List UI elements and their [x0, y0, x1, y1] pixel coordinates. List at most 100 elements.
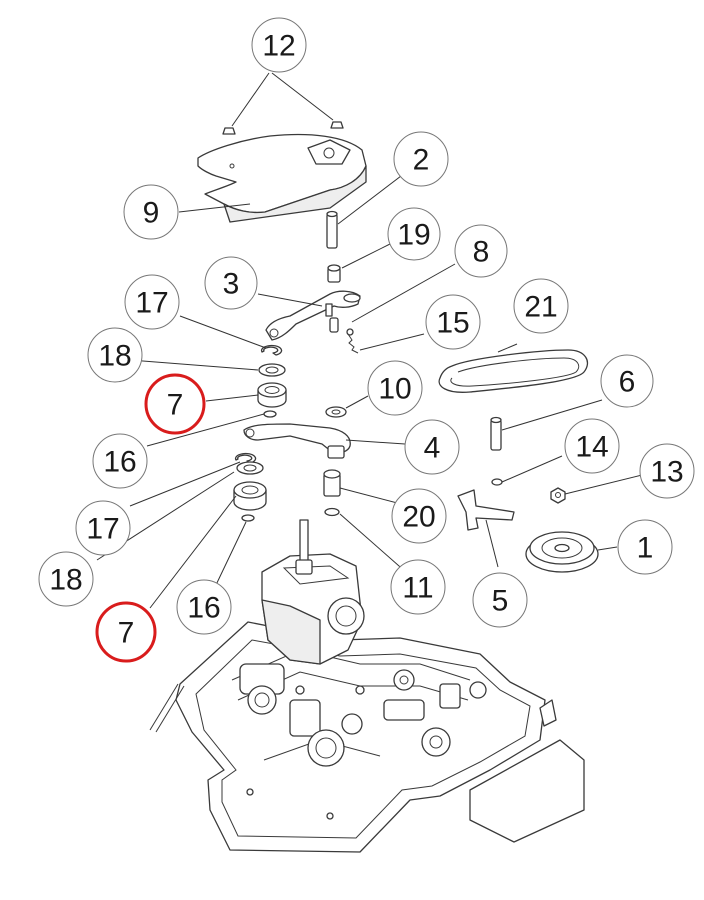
callout-14: 14 — [564, 418, 620, 474]
leader-lines — [96, 72, 643, 609]
callout-circle — [92, 433, 148, 489]
callout-label: 18 — [49, 564, 82, 597]
callout-circle — [87, 327, 143, 383]
callouts-layer: 12 2 9 19 8 3 21 17 15 18 6 7 10 4 14 16 13 17 20 1 18 11 16 5 7 — [38, 17, 695, 663]
callout-21: 21 — [513, 278, 569, 334]
callout-circle — [393, 131, 449, 187]
part-16-washer-upper — [263, 410, 277, 418]
base-assembly — [149, 519, 585, 853]
callout-label: 7 — [167, 389, 184, 422]
callout-label: 8 — [473, 236, 490, 269]
callout-label: 6 — [619, 366, 636, 399]
callout-7-highlighted: 7 — [144, 373, 206, 435]
callout-label: 3 — [223, 268, 240, 301]
callout-circle — [472, 572, 528, 628]
callout-4: 4 — [404, 419, 460, 475]
callout-circle — [38, 551, 94, 607]
callout-16: 16 — [176, 579, 232, 635]
part-9-cover — [197, 133, 367, 223]
part-16-washer-lower — [241, 514, 255, 522]
callout-19: 19 — [387, 207, 441, 261]
callout-circle — [600, 354, 654, 408]
part-1-pulley — [525, 531, 599, 573]
callout-10: 10 — [367, 360, 423, 416]
callout-label: 16 — [187, 592, 220, 625]
callout-circle — [144, 373, 206, 435]
callout-13: 13 — [639, 443, 695, 499]
callout-15: 15 — [425, 294, 481, 350]
callout-circle — [367, 360, 423, 416]
callout-circle — [513, 278, 569, 334]
callout-circle — [123, 184, 179, 240]
callout-8: 8 — [454, 224, 508, 278]
callout-12: 12 — [251, 17, 307, 73]
part-2-shaft-pin — [326, 210, 338, 249]
part-7-pulley-lower — [233, 481, 267, 511]
callout-label: 11 — [402, 572, 433, 605]
callout-circle — [404, 419, 460, 475]
callout-20: 20 — [391, 488, 447, 544]
part-4-lower-lever — [243, 423, 351, 459]
part-21-belt — [438, 349, 589, 393]
part-11-washer — [324, 507, 340, 517]
callout-3: 3 — [204, 256, 258, 310]
part-19-bushing — [327, 264, 341, 283]
part-17-circlip-upper — [260, 344, 283, 356]
callout-label: 17 — [86, 513, 119, 546]
callout-16: 16 — [92, 433, 148, 489]
part-7-pulley-upper — [257, 382, 287, 408]
callout-label: 5 — [492, 585, 509, 618]
callout-label: 2 — [413, 144, 430, 177]
callout-circle — [617, 519, 673, 575]
callout-6: 6 — [600, 354, 654, 408]
callout-circle — [387, 207, 441, 261]
callout-label: 20 — [402, 501, 435, 534]
callout-11: 11 — [390, 559, 446, 615]
callout-circle — [425, 294, 481, 350]
callout-circle — [204, 256, 258, 310]
callout-label: 1 — [637, 532, 654, 565]
callout-2: 2 — [393, 131, 449, 187]
callout-label: 18 — [98, 340, 131, 373]
callout-17: 17 — [124, 274, 180, 330]
part-13-nut — [550, 487, 566, 504]
callout-circle — [639, 443, 695, 499]
callout-7-highlighted: 7 — [95, 601, 157, 663]
part-18-bearing-upper — [258, 363, 286, 377]
callout-18: 18 — [38, 551, 94, 607]
callout-label: 19 — [397, 219, 430, 252]
callout-circle — [454, 224, 508, 278]
callout-label: 16 — [103, 446, 136, 479]
part-3-upper-lever — [265, 290, 361, 341]
callout-label: 12 — [262, 30, 295, 63]
callout-circle — [390, 559, 446, 615]
callout-circle — [564, 418, 620, 474]
callout-label: 4 — [424, 432, 441, 465]
callout-label: 7 — [118, 617, 135, 650]
part-15-spring — [346, 328, 359, 354]
callout-label: 10 — [378, 373, 411, 406]
part-20-bushing — [323, 469, 341, 497]
callout-circle — [75, 500, 131, 556]
callout-circle — [391, 488, 447, 544]
callout-17: 17 — [75, 500, 131, 556]
callout-circle — [124, 274, 180, 330]
callout-label: 14 — [575, 431, 608, 464]
callout-circle — [95, 601, 157, 663]
callout-label: 13 — [650, 456, 683, 489]
callout-label: 21 — [524, 291, 557, 324]
part-6-bolt — [490, 416, 502, 451]
callout-18: 18 — [87, 327, 143, 383]
callout-label: 17 — [135, 287, 168, 320]
part-5-bracket — [457, 489, 515, 531]
part-12-screws — [222, 121, 344, 135]
callout-5: 5 — [472, 572, 528, 628]
callout-label: 15 — [436, 307, 469, 340]
part-18-bearing-lower — [236, 461, 264, 475]
callout-9: 9 — [123, 184, 179, 240]
part-8-pin — [329, 317, 339, 333]
callout-1: 1 — [617, 519, 673, 575]
callout-circle — [251, 17, 307, 73]
